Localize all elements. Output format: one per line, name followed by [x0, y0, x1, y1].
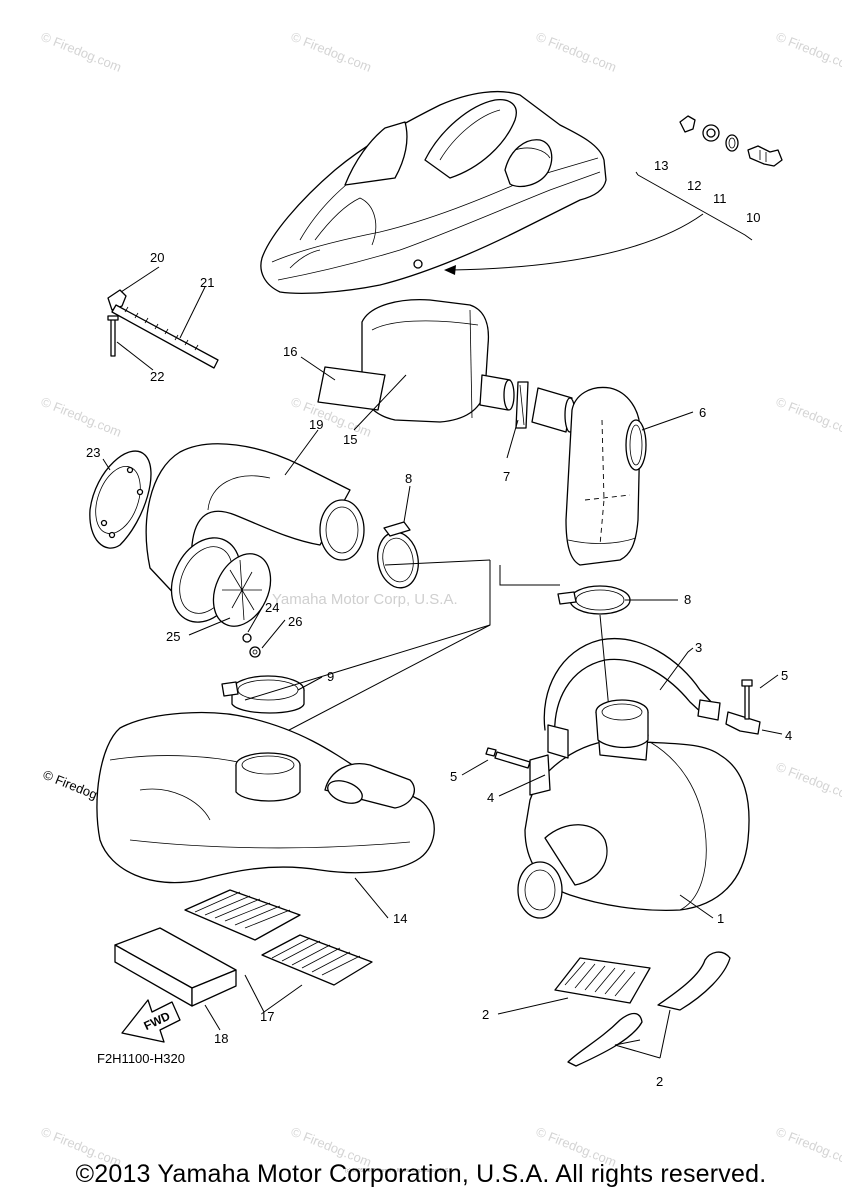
callout-1: 1	[717, 911, 724, 926]
copyright-notice: ©2013 Yamaha Motor Corporation, U.S.A. A…	[75, 1160, 767, 1188]
callout-12: 12	[687, 178, 701, 193]
callout-10: 10	[746, 210, 760, 225]
callout-8-lower: 8	[684, 592, 691, 607]
muffler-1	[517, 699, 750, 919]
hose-clamp-9	[221, 675, 305, 714]
callout-15: 15	[343, 432, 357, 447]
callout-20: 20	[150, 250, 164, 265]
strap-3	[543, 638, 721, 759]
callout-labels: 13 12 11 10 20 21 22 16 15 19 7 6 23 8 8…	[86, 158, 792, 1089]
callout-4-right: 4	[785, 728, 792, 743]
watercraft-illustration	[260, 90, 607, 294]
callout-3: 3	[695, 640, 702, 655]
callout-7: 7	[503, 469, 510, 484]
callout-23: 23	[86, 445, 100, 460]
tiny-credit: (c) 2005-2015 Yamaha Motor Corporation, …	[345, 1168, 455, 1174]
mat-17-a	[184, 889, 301, 941]
callout-2-a: 2	[482, 1007, 489, 1022]
callout-19: 19	[309, 417, 323, 432]
pad-18	[114, 927, 237, 1007]
callout-11: 11	[713, 191, 727, 206]
callout-14: 14	[393, 911, 407, 926]
callout-5-right: 5	[781, 668, 788, 683]
pipe-6	[565, 386, 647, 566]
callout-9: 9	[327, 669, 334, 684]
arrow-to-hull	[451, 213, 704, 271]
leader-lines	[102, 266, 783, 1059]
watermark: © Firedog.com	[534, 29, 619, 75]
arrow-head	[444, 265, 456, 275]
mat-17-b	[261, 934, 373, 986]
pipe-19	[145, 443, 365, 601]
callout-4-left: 4	[487, 790, 494, 805]
center-watermark: Yamaha Motor Corp, U.S.A.	[272, 591, 458, 608]
watermark: © Firedog.com	[774, 759, 842, 805]
callout-22: 22	[150, 369, 164, 384]
gasket-25	[170, 537, 272, 658]
cable-tie-assembly	[107, 289, 219, 369]
callout-13: 13	[654, 158, 668, 173]
callout-17: 17	[260, 1009, 274, 1024]
bracket-4-right	[725, 679, 761, 735]
water-box-14	[96, 711, 435, 884]
callout-5-left: 5	[450, 769, 457, 784]
watermark: © Firedog.com	[289, 29, 374, 75]
callout-24: 24	[265, 600, 279, 615]
callout-16: 16	[283, 344, 297, 359]
diagram-code: F2H1100-H320	[97, 1051, 185, 1066]
sheet-2-b	[657, 951, 731, 1011]
watermark: © Firedog.com	[39, 29, 124, 75]
watermark: © Firedog.com	[39, 394, 124, 440]
joint-7	[515, 381, 576, 433]
forward-arrow-icon: FWD	[121, 999, 181, 1043]
callout-8-upper: 8	[405, 471, 412, 486]
hose-clamp-8-lower	[557, 585, 631, 615]
sheet-2-c	[567, 1012, 643, 1067]
drain-plug-assembly	[679, 115, 783, 167]
watermark: © Firedog.com	[774, 29, 842, 75]
sheet-2-a	[554, 957, 651, 1004]
watermark: © Firedog.com	[774, 394, 842, 440]
callout-2-b: 2	[656, 1074, 663, 1089]
hose-clamp-8-upper	[377, 521, 419, 589]
callout-21: 21	[200, 275, 214, 290]
callout-18: 18	[214, 1031, 228, 1046]
callout-25: 25	[166, 629, 180, 644]
callout-6: 6	[699, 405, 706, 420]
callout-26: 26	[288, 614, 302, 629]
flange-23	[89, 450, 152, 549]
bracket-4-left	[485, 747, 551, 796]
silencer-15	[317, 299, 515, 423]
